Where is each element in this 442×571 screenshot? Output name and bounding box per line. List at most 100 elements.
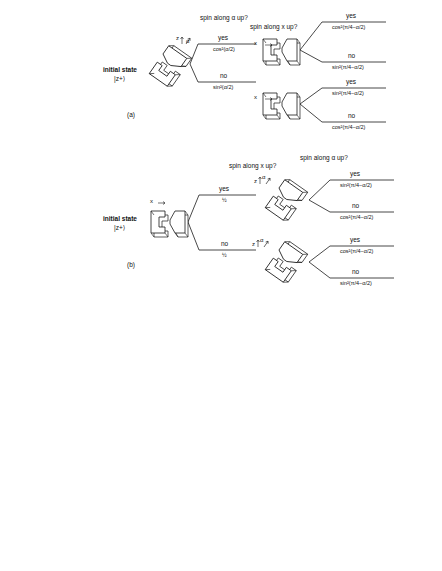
branch-line [300,22,386,50]
axis-arrow [265,98,272,101]
probability: sin²(π/4−α/2) [332,91,364,97]
axis-arrows [158,37,272,248]
magnet-edge [303,252,308,257]
magnet-edge [297,39,300,43]
magnet-pole [170,211,185,233]
magnet-edge [263,61,266,65]
magnet-edge [297,198,302,203]
outcome: no [220,73,227,80]
state-ket: |z+⟩ [114,76,125,83]
outcome: yes [346,79,356,86]
axis-label: x [254,40,257,46]
branch-line [190,64,256,82]
stern-gerlach-magnet [263,93,300,119]
magnet-edge [167,84,172,89]
panel-label: (a) [127,112,135,119]
branch-line [309,246,394,262]
outcome: yes [350,171,360,178]
stern-gerlach-magnet [265,177,308,222]
magnets [149,39,308,285]
branch-line [188,195,256,222]
magnet-edge [263,93,266,97]
axis-arrow [185,37,191,44]
magnet-edge [283,218,288,223]
state-label: initial state [103,216,137,223]
axis-arrow [181,37,184,44]
magnet-pole [151,211,165,233]
axis-label: α [186,38,189,44]
outcome: yes [350,237,360,244]
magnet-edge [181,64,186,69]
magnet-edge [297,93,300,97]
probability: cos²(π/4−α/2) [332,125,365,131]
question: spin along α up? [200,15,248,22]
magnet-edge [297,115,300,119]
stern-gerlach-magnet [151,211,188,237]
magnet-edge [287,61,290,65]
magnet-pole [263,39,277,61]
magnet-edge [265,267,270,272]
axis-arrow [257,240,260,247]
magnet-edge [283,280,288,285]
magnet-edge [285,177,290,182]
probability: ½ [222,253,227,259]
magnet-pole [265,196,291,220]
axis-arrow [265,44,272,47]
magnet-edge [287,115,290,119]
outcome: no [352,269,359,276]
outcome: no [348,53,355,60]
magnet-edge [297,61,300,65]
magnet-edge [277,115,280,119]
stern-gerlach-magnet [263,39,300,65]
stern-gerlach-magnet [265,239,308,284]
stern-gerlach-magnet [149,43,192,88]
axis-label: α [262,174,265,180]
probability: ½ [222,198,227,204]
magnet-edge [185,211,188,215]
magnet-edge [303,190,308,195]
magnet-edge [263,115,266,119]
magnet-pole [282,93,297,115]
branch-line [300,50,386,62]
magnet-pole [265,258,291,282]
axis-arrow [158,202,165,205]
panel-label: (b) [127,262,135,269]
axis-label: x [150,198,153,204]
question: spin along x up? [229,163,276,170]
probability: sin²(α/2) [213,85,233,91]
probability: sin²(π/4−α/2) [332,65,364,71]
probability: sin²(π/4−α/2) [340,183,372,189]
magnet-edge [151,211,154,215]
magnet-edge [297,260,302,265]
state-ket: |z+⟩ [114,225,125,232]
magnet-edge [169,43,174,48]
axis-label: α [260,237,263,243]
outcome: no [352,203,359,210]
magnet-edge [175,233,178,237]
axis-arrow [259,177,262,184]
branch-line [300,104,386,122]
magnet-edge [277,61,280,65]
branch-line [309,262,394,278]
magnet-edge [175,72,180,77]
magnet-edge [187,56,192,61]
magnet-edge [285,239,290,244]
question: spin along x up? [250,24,297,31]
branch-line [309,200,394,212]
branch-lines [188,22,394,278]
magnet-edge [263,39,266,43]
branch-line [300,88,386,104]
magnet-pole [282,39,297,61]
probability: cos²(π/4−α/2) [340,215,373,221]
probability: cos²(π/4−α/2) [332,25,365,31]
probability: sin²(π/4−α/2) [340,281,372,287]
probability: cos²(π/4−α/2) [340,249,373,255]
magnet-edge [149,71,154,76]
magnet-edge [151,233,154,237]
branch-line [190,44,256,64]
branch-line [309,180,394,200]
axis-label: z [252,241,255,247]
magnet-edge [165,233,168,237]
outcome: yes [219,186,229,193]
axis-arrow [263,240,269,247]
